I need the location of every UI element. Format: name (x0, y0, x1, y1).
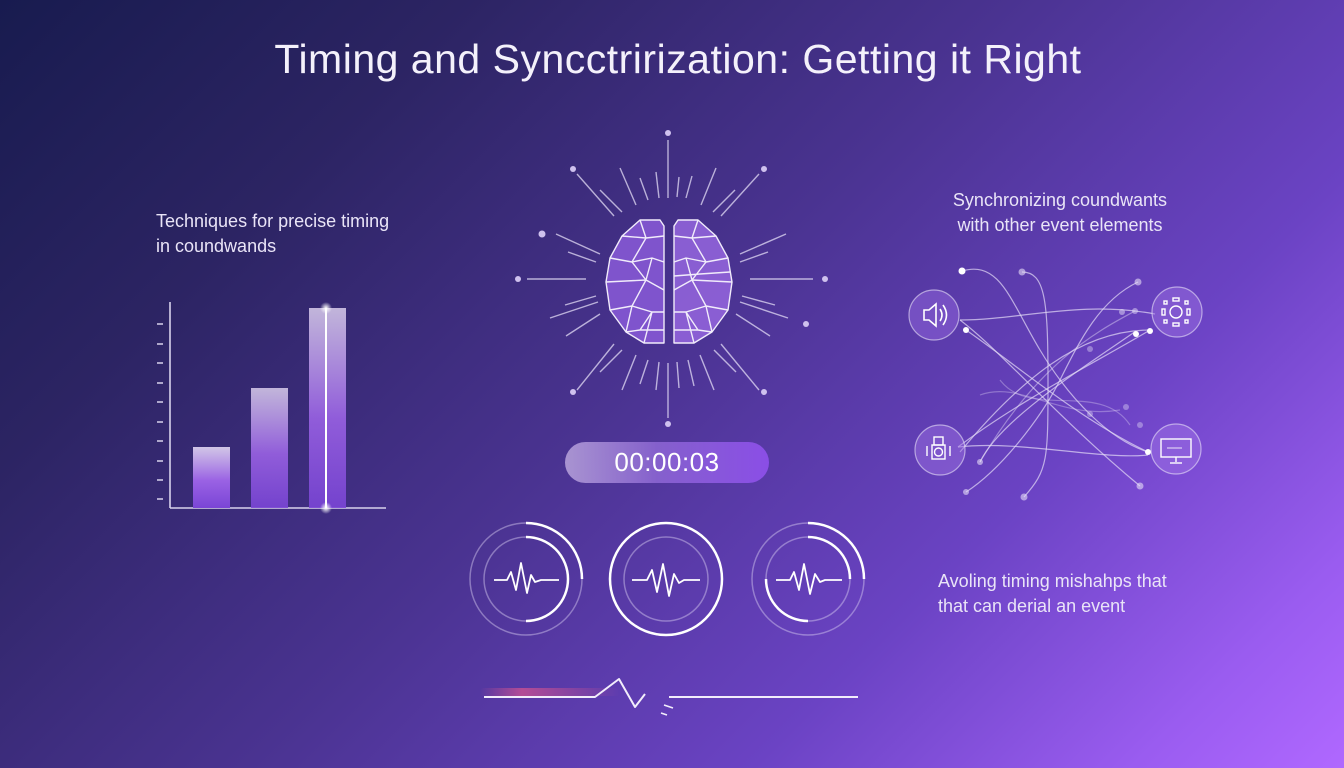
countdown-timer: 00:00:03 (565, 442, 769, 483)
speaker-node (908, 289, 960, 341)
pulse-ring-3 (751, 521, 866, 636)
bottom-caption-line-2: that can derial an event (938, 596, 1126, 616)
light-sun-icon (1161, 297, 1191, 327)
left-caption-line-2: in coundwands (156, 236, 277, 256)
heartbeat-icon (776, 563, 842, 595)
bar-3 (309, 308, 346, 508)
heartbeat-icon (494, 562, 559, 594)
bar-2 (251, 388, 288, 508)
bar-1 (193, 447, 230, 508)
monitor-icon (1160, 438, 1192, 464)
right-caption-line-2: with other event elements (957, 215, 1163, 235)
camera-node (914, 424, 966, 476)
pulse-ring-2 (608, 521, 724, 637)
right-caption: Synchronizing coundwants with other even… (930, 188, 1190, 238)
brain-left-hemisphere (605, 219, 665, 344)
timer-value: 00:00:03 (614, 447, 720, 477)
camera-icon (926, 436, 951, 460)
bottom-caption: Avoling timing mishahps that that can de… (938, 569, 1218, 619)
ray-dots (515, 130, 828, 427)
bottom-caption-line-1: Avoling timing mishahps that (938, 571, 1167, 591)
radiating-rays (527, 140, 813, 418)
network-dots (958, 267, 1153, 501)
heartbeat-icon (632, 563, 700, 597)
y-axis-ticks (157, 323, 163, 500)
network-connections (957, 268, 1156, 498)
light-node (1151, 286, 1203, 338)
brain-right-hemisphere (673, 219, 733, 344)
right-caption-line-1: Synchronizing coundwants (952, 190, 1168, 210)
page-title: Timing and Syncctrirization: Getting it … (274, 36, 1082, 82)
left-caption: Techniques for precise timing in coundwa… (156, 209, 456, 259)
monitor-node (1150, 423, 1202, 475)
speaker-icon (923, 302, 948, 328)
left-caption-line-1: Techniques for precise timing (156, 211, 390, 231)
pulse-ring-1 (469, 521, 584, 636)
